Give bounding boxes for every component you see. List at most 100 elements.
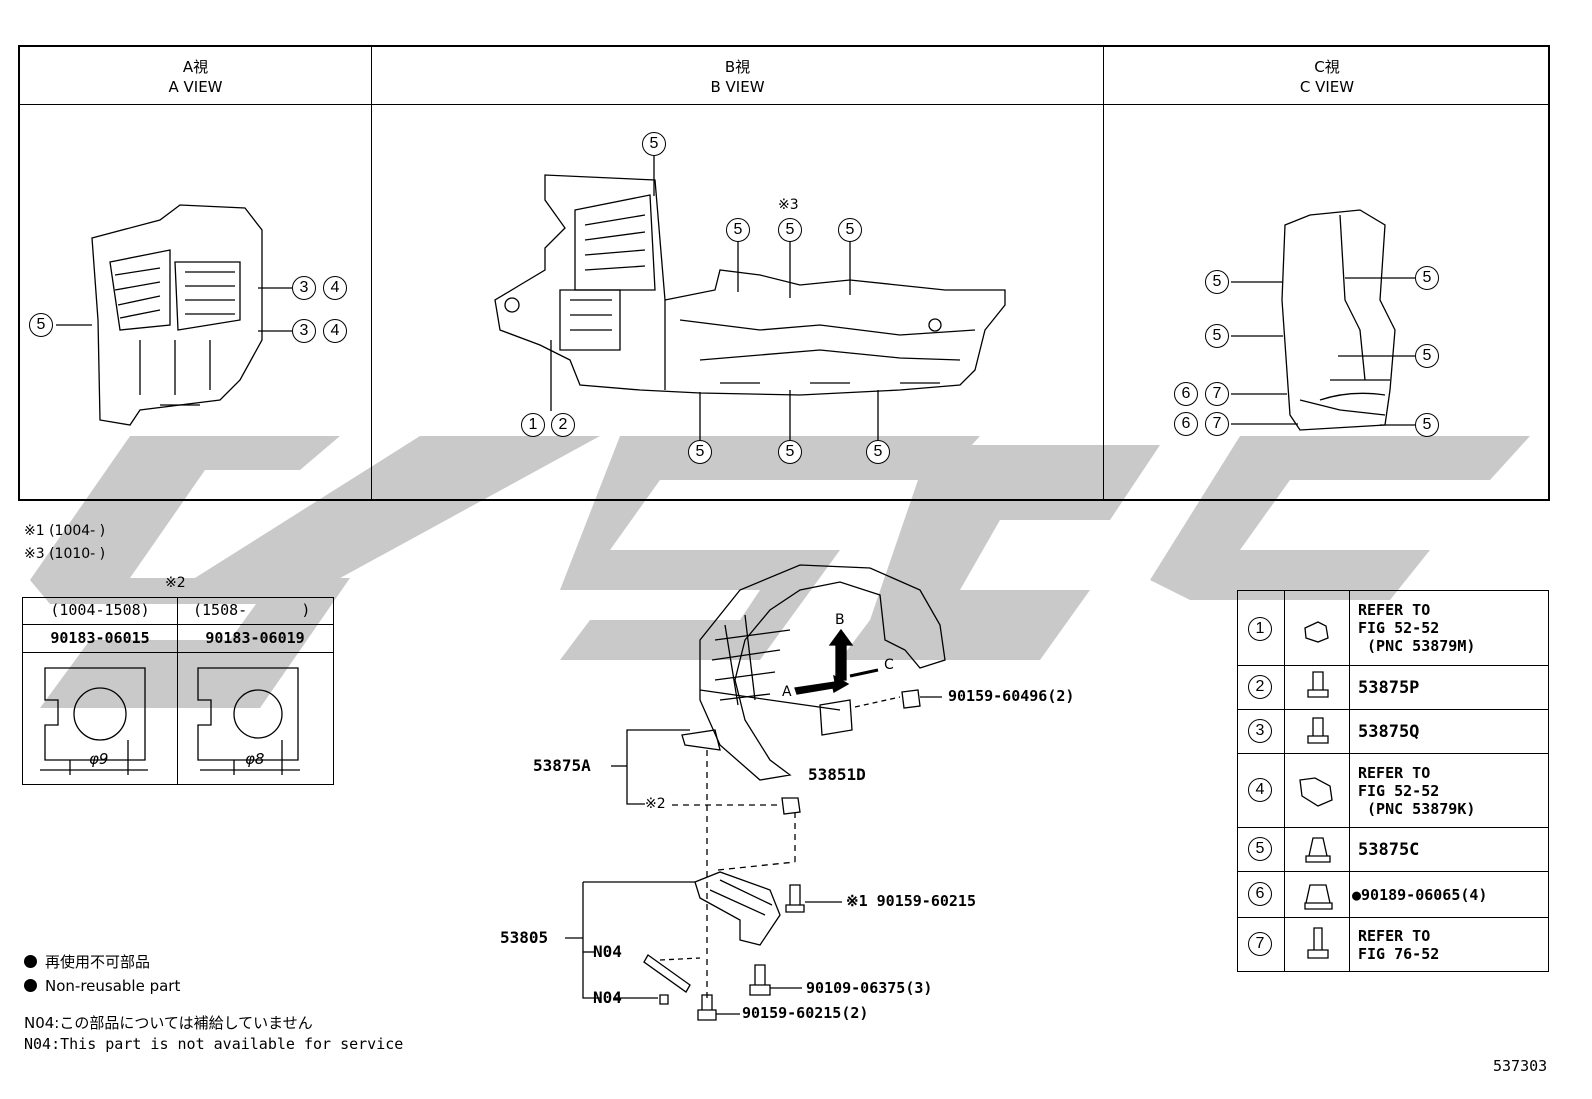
nonreusable-en-text: Non-reusable part [45, 977, 181, 995]
legend-row-4: 4 REFER TO FIG 52-52 (PNC 53879K) [1237, 754, 1549, 828]
legend-row-7: 7 REFER TO FIG 76-52 [1237, 918, 1549, 972]
legend-text-5: 53875C [1358, 839, 1420, 860]
variant-shapes [40, 667, 300, 775]
legend-text-3: 53875Q [1358, 721, 1420, 742]
view-a-title-en: A VIEW [168, 78, 223, 96]
label-note-2: ※2 [645, 796, 666, 812]
callout-5-c-2: 5 [1205, 324, 1229, 348]
legend-num-2: 2 [1248, 675, 1272, 699]
label-bolt-90159-60215-2: 90159-60215(2) [742, 1004, 869, 1022]
callout-5-c-4: 5 [1415, 344, 1439, 368]
label-53805: 53805 [500, 928, 549, 947]
legend-row-2: 2 53875P [1237, 666, 1549, 710]
legend-num-4: 4 [1248, 778, 1272, 802]
legend-num-7: 7 [1248, 932, 1272, 956]
legend-text-1: REFER TO FIG 52-52 (PNC 53879M) [1358, 601, 1476, 655]
callout-5-c-1: 5 [1205, 270, 1229, 294]
nonreusable-dot-en [24, 979, 37, 992]
callout-4-a-top: 4 [323, 276, 347, 300]
nonreusable-jp: 再使用不可部品 [24, 951, 150, 972]
view-c-column: C視 C VIEW [1104, 47, 1550, 499]
legend-num-6: 6 [1248, 882, 1272, 906]
view-a-title-jp: A視 [182, 58, 209, 76]
callout-5-b-top: 5 [642, 132, 666, 156]
n04-note-jp: N04:この部品については補給していません [24, 1014, 313, 1032]
callout-5-b-5: 5 [778, 440, 802, 464]
legend-icons [1299, 621, 1333, 959]
a-view-liner-drawing [91, 204, 263, 426]
variant-col1-dim: φ9 [89, 750, 109, 768]
legend-text-4: REFER TO FIG 52-52 (PNC 53879K) [1358, 763, 1476, 818]
n04-note-en: N04:This part is not available for servi… [24, 1035, 404, 1053]
figure-number: 537303 [1493, 1057, 1548, 1075]
view-b-title-jp: B視 [724, 58, 751, 76]
note-2-mark: ※2 [165, 575, 186, 591]
legend-row-3: 3 53875Q [1237, 710, 1549, 754]
variant-col2-part: 90183-06019 [205, 629, 305, 647]
callout-5-b-1: 5 [726, 218, 750, 242]
legend-table: 1 REFER TO FIG 52-52 (PNC 53879M) 2 5387… [1237, 590, 1549, 972]
callout-3-a-bottom: 3 [292, 319, 316, 343]
variant-col1-range: (1004-1508) [50, 601, 150, 619]
legend-num-5: 5 [1248, 837, 1272, 861]
callout-6-c-2: 6 [1174, 412, 1198, 436]
note-3: ※3 (1010- ) [24, 546, 106, 562]
callout-1-b: 1 [521, 413, 545, 437]
callout-5-c-3: 5 [1415, 266, 1439, 290]
arrow-label-a: A [782, 684, 792, 700]
view-c-title-en: C VIEW [1299, 78, 1355, 96]
view-a-column: A視 A VIEW [20, 47, 372, 499]
nonreusable-en: Non-reusable part [24, 977, 180, 995]
label-bolt-90109-06375: 90109-06375(3) [806, 979, 933, 997]
views-panel: A視 A VIEW B視 B VIEW C視 C VIEW [18, 45, 1550, 501]
label-53875A: 53875A [533, 756, 591, 775]
nonreusable-jp-text: 再使用不可部品 [45, 953, 151, 971]
variant-col2-range: (1508- ) [193, 601, 311, 619]
legend-text-2: 53875P [1358, 677, 1420, 698]
label-bolt-90159-60496: 90159-60496(2) [948, 687, 1075, 705]
callout-3-a-top: 3 [292, 276, 316, 300]
callout-4-a-bottom: 4 [323, 319, 347, 343]
note-1: ※1 (1004- ) [24, 523, 106, 539]
legend-row-5: 5 53875C [1237, 828, 1549, 872]
view-c-title-jp: C視 [1314, 58, 1340, 76]
variant-col2-dim: φ8 [245, 750, 265, 768]
c-view-leaders [1231, 277, 1415, 426]
bolt-shapes [659, 884, 805, 1021]
callout-5-b-3: 5 [838, 218, 862, 242]
callout-5-a: 5 [29, 313, 53, 337]
legend-text-6: ●90189-06065(4) [1352, 885, 1488, 904]
view-a-header: A視 A VIEW [20, 47, 371, 105]
label-53851D: 53851D [808, 765, 866, 784]
callout-5-b-4: 5 [688, 440, 712, 464]
callout-5-b-2: 5 [778, 218, 802, 242]
view-b-header: B視 B VIEW [372, 47, 1103, 105]
arrow-label-b: B [835, 612, 845, 628]
b-view-liner-drawing [494, 174, 1006, 396]
view-c-header: C視 C VIEW [1104, 47, 1550, 105]
callout-7-c-2: 7 [1205, 412, 1229, 436]
callout-2-b: 2 [551, 413, 575, 437]
view-b-column: B視 B VIEW [372, 47, 1104, 499]
legend-row-1: 1 REFER TO FIG 52-52 (PNC 53879M) [1237, 590, 1549, 666]
callout-5-c-5: 5 [1415, 413, 1439, 437]
b-view-leaders [550, 156, 879, 441]
nonreusable-dot-jp [24, 955, 37, 968]
variant-table: (1004-1508) (1508- ) 90183-06015 90183-0… [22, 597, 334, 785]
callout-5-b-6: 5 [866, 440, 890, 464]
view-b-title-en: B VIEW [710, 78, 765, 96]
label-n04-b: N04 [593, 988, 622, 1007]
main-liner-drawing [565, 564, 946, 1021]
label-n04-a: N04 [593, 942, 622, 961]
c-view-liner-drawing [1281, 209, 1396, 431]
a-view-leaders [56, 287, 292, 332]
callout-6-c-1: 6 [1174, 382, 1198, 406]
legend-text-7: REFER TO FIG 76-52 [1358, 926, 1440, 963]
legend-num-3: 3 [1248, 719, 1272, 743]
b-view-note-3: ※3 [778, 197, 799, 213]
legend-num-1: 1 [1248, 617, 1272, 641]
callout-7-c-1: 7 [1205, 382, 1229, 406]
variant-col1-part: 90183-06015 [50, 629, 150, 647]
